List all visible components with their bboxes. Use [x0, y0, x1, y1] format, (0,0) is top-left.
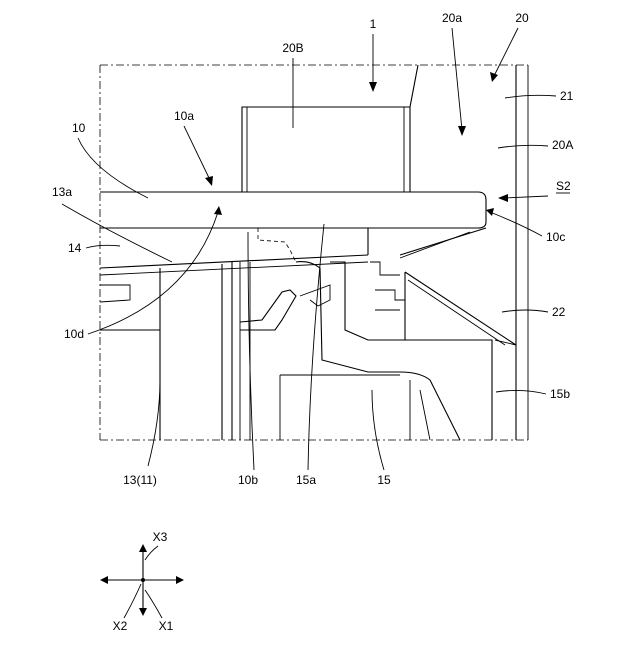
inner-column — [232, 262, 250, 440]
label-text-22: 22 — [552, 305, 566, 319]
label-10: 10 — [72, 121, 148, 198]
label-10b: 10b — [238, 232, 258, 487]
label-text-15b: 15b — [550, 387, 570, 401]
axis-label-x2: X2 — [113, 619, 128, 633]
label-1: 1 — [369, 17, 377, 92]
label-21: 21 — [505, 89, 574, 103]
label-text-10: 10 — [72, 121, 86, 135]
frame-boundary — [100, 65, 528, 440]
label-15: 15 — [372, 390, 391, 487]
label-text-10a: 10a — [174, 109, 194, 123]
label-text-1: 1 — [370, 17, 377, 31]
upper-unit-20B — [242, 65, 418, 192]
label-text-21: 21 — [560, 89, 574, 103]
label-text-S2: S2 — [556, 179, 571, 193]
label-text-20B: 20B — [282, 41, 303, 55]
label-text-14: 14 — [68, 241, 82, 255]
label-20a: 20a — [442, 11, 466, 136]
label-text-13a: 13a — [52, 185, 72, 199]
axis-label-x3: X3 — [153, 530, 168, 544]
label-20: 20 — [490, 11, 529, 82]
panel-22 — [370, 262, 516, 345]
label-text-15a: 15a — [296, 473, 316, 487]
label-text-15: 15 — [377, 473, 391, 487]
axis-label-x1: X1 — [159, 619, 174, 633]
label-13-11: 13(11) — [123, 380, 160, 487]
member-15 — [280, 262, 492, 440]
axes-legend: X3 X2 X1 — [100, 530, 184, 633]
label-text-13-11: 13(11) — [123, 473, 157, 487]
lower-body-14 — [100, 228, 368, 275]
label-15a: 15a — [296, 224, 324, 487]
label-15b: 15b — [496, 387, 570, 401]
support-13-11 — [100, 264, 222, 440]
label-14: 14 — [68, 241, 120, 255]
label-20B: 20B — [282, 41, 303, 128]
label-text-20a: 20a — [442, 11, 462, 25]
label-text-20: 20 — [515, 11, 529, 25]
label-10a: 10a — [174, 109, 213, 186]
label-10d: 10d — [64, 206, 222, 341]
label-10c: 10c — [486, 208, 565, 244]
label-text-10c: 10c — [546, 230, 565, 244]
label-text-10d: 10d — [64, 327, 84, 341]
board-10 — [100, 192, 486, 258]
label-text-10b: 10b — [238, 473, 258, 487]
label-S2: S2 — [498, 179, 571, 202]
label-22: 22 — [502, 305, 566, 319]
label-20A: 20A — [498, 138, 573, 152]
label-text-20A: 20A — [552, 138, 573, 152]
